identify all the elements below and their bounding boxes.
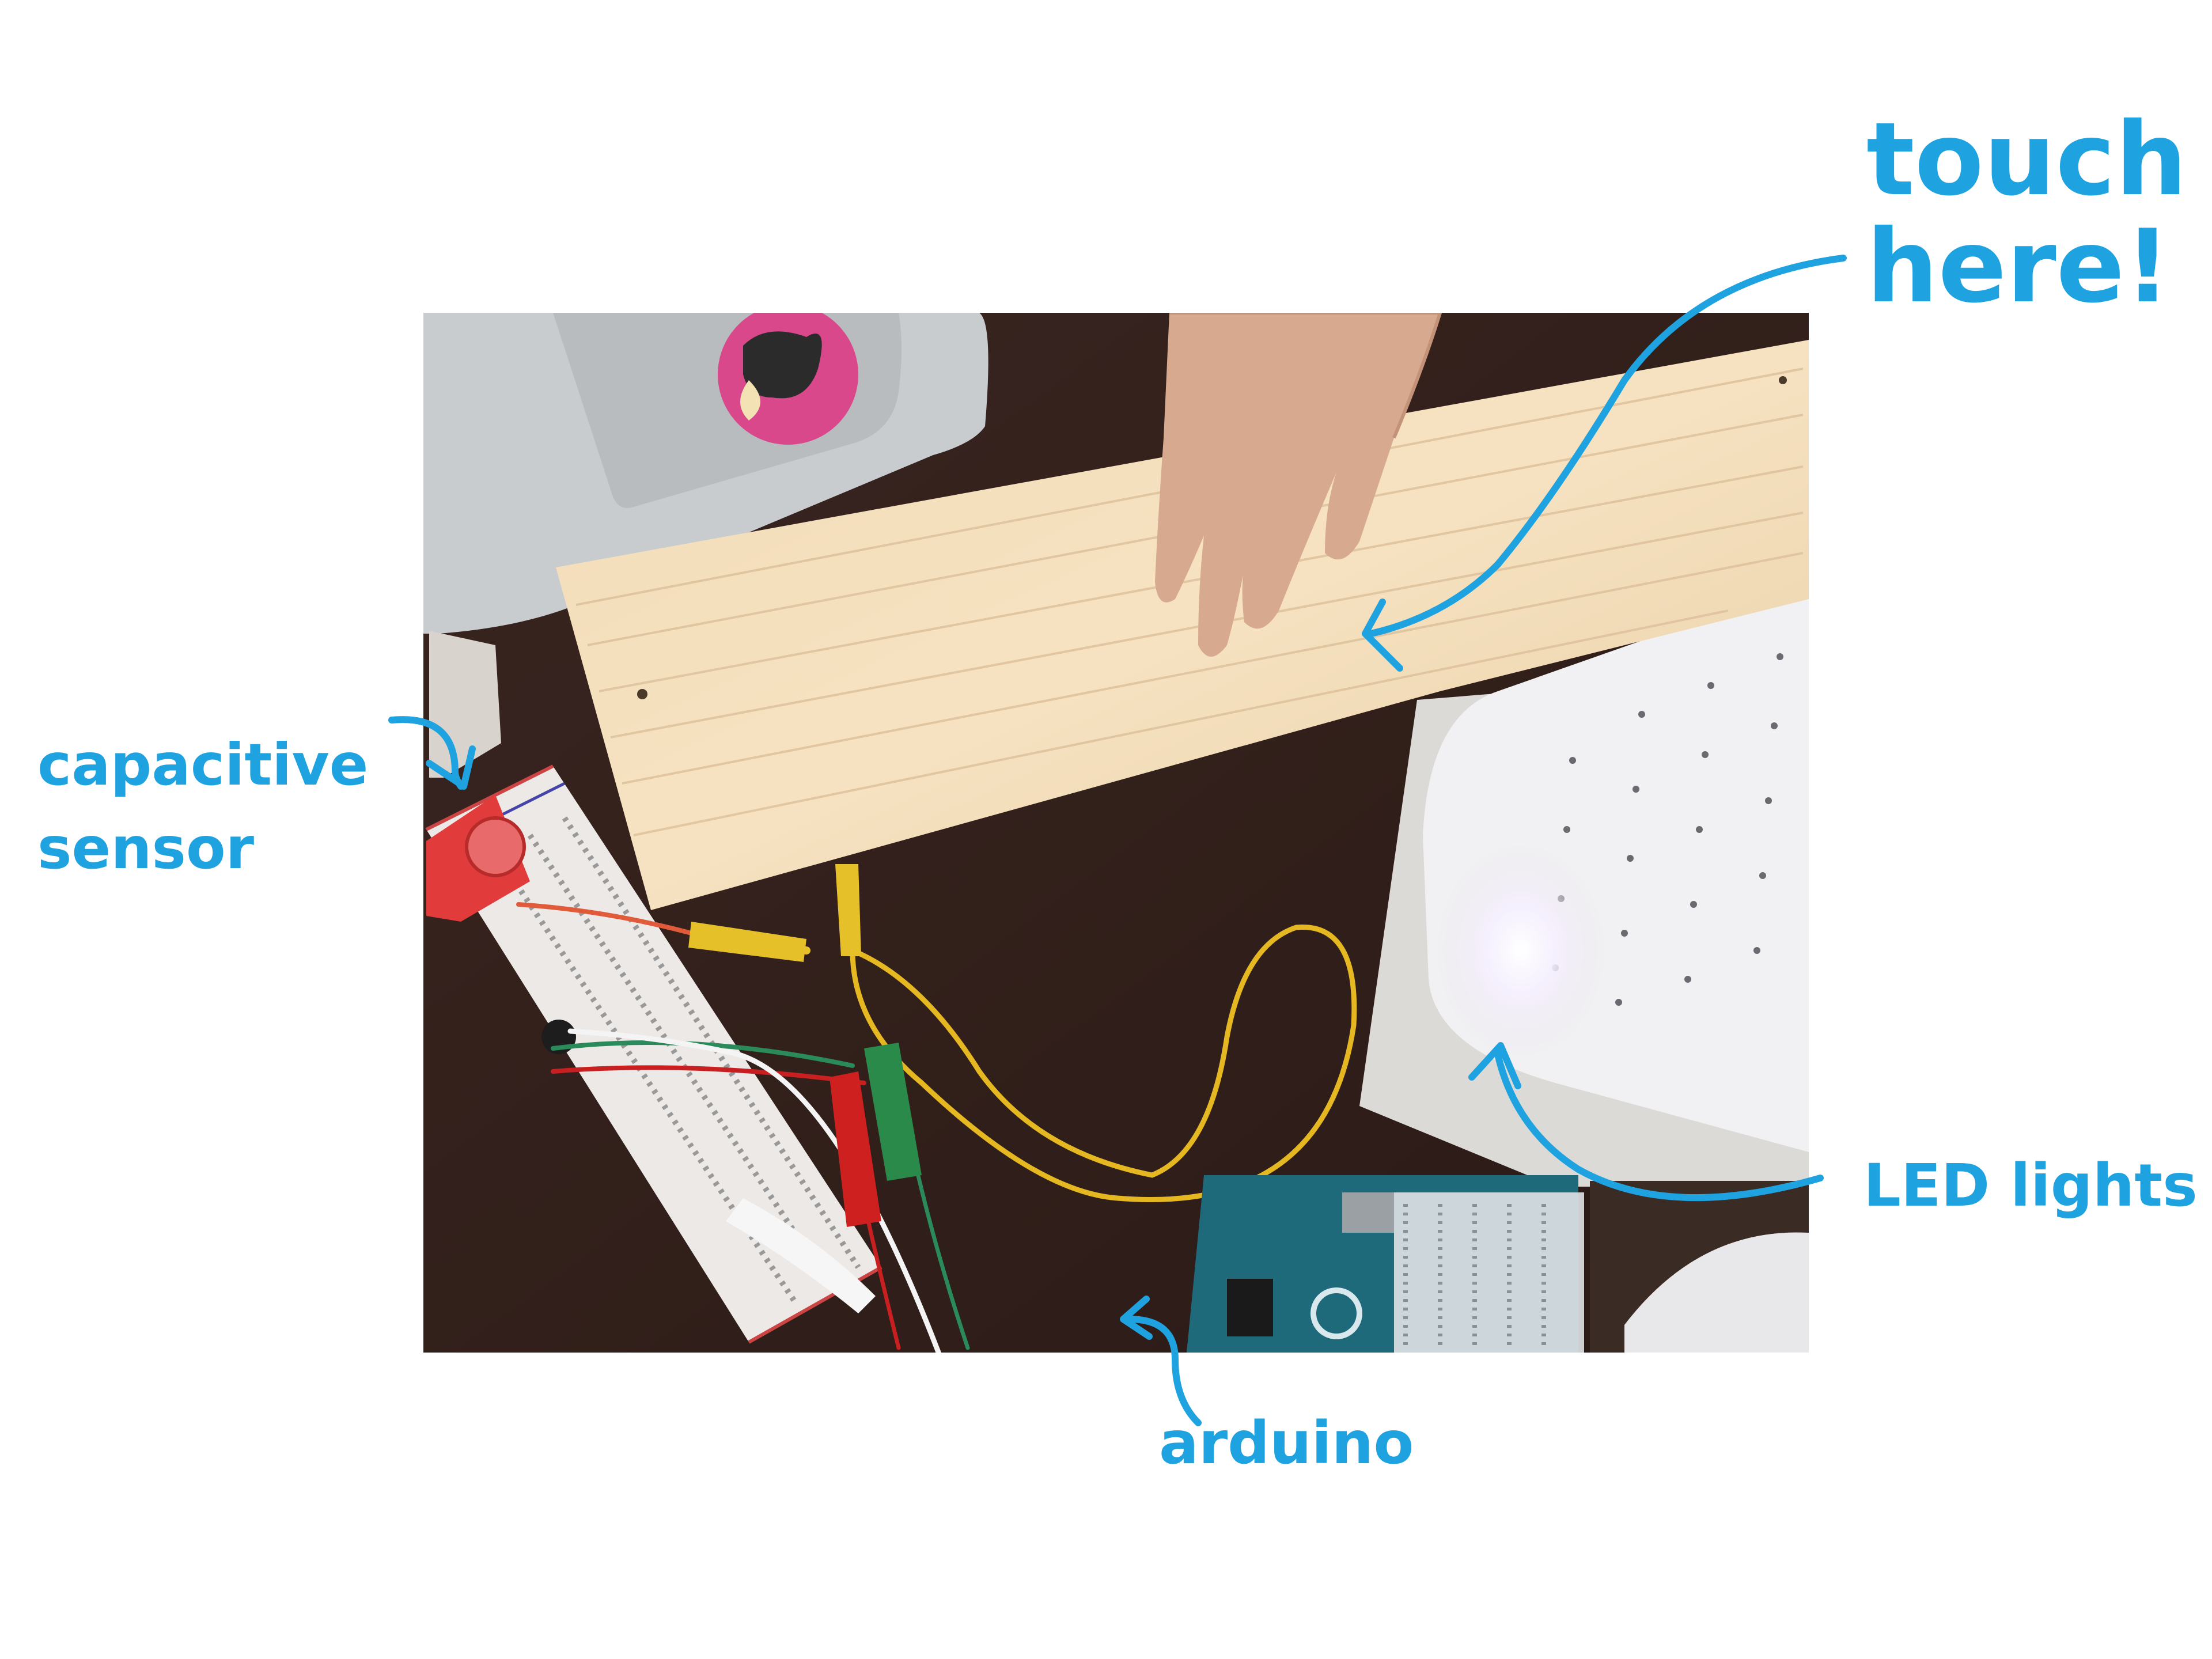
- led-panel-icon: [1423, 582, 1809, 1152]
- touch-here-label: touch here!: [1866, 107, 2187, 320]
- capacitive-sensor-line1: capacitive: [37, 731, 369, 798]
- plastic-bag: [1624, 1232, 1809, 1353]
- touch-here-line2: here!: [1866, 208, 2171, 325]
- alligator-clips: [688, 864, 922, 1313]
- led-arrow: [1494, 1051, 1824, 1202]
- mini-breadboard: [1394, 1192, 1584, 1353]
- led-glow: [1434, 841, 1607, 1060]
- arduino-arrow: [1126, 1316, 1202, 1426]
- capacitive-sensor-label: capacitive sensor: [37, 723, 368, 890]
- led-lights-label: LED lights: [1863, 1152, 2198, 1220]
- wooden-board: [556, 340, 1809, 910]
- hand-icon: [1155, 313, 1442, 657]
- capacitive-sensor-module: [426, 795, 530, 922]
- arduino-label: arduino: [1159, 1409, 1414, 1478]
- photo: [423, 313, 1809, 1353]
- touch-arrow: [1368, 255, 1847, 637]
- annotation-arrows: [388, 255, 1847, 1426]
- cat-sticker-icon: [718, 313, 858, 445]
- capacitive-sensor-line2: sensor: [37, 815, 255, 882]
- touch-here-line1: touch: [1866, 101, 2187, 218]
